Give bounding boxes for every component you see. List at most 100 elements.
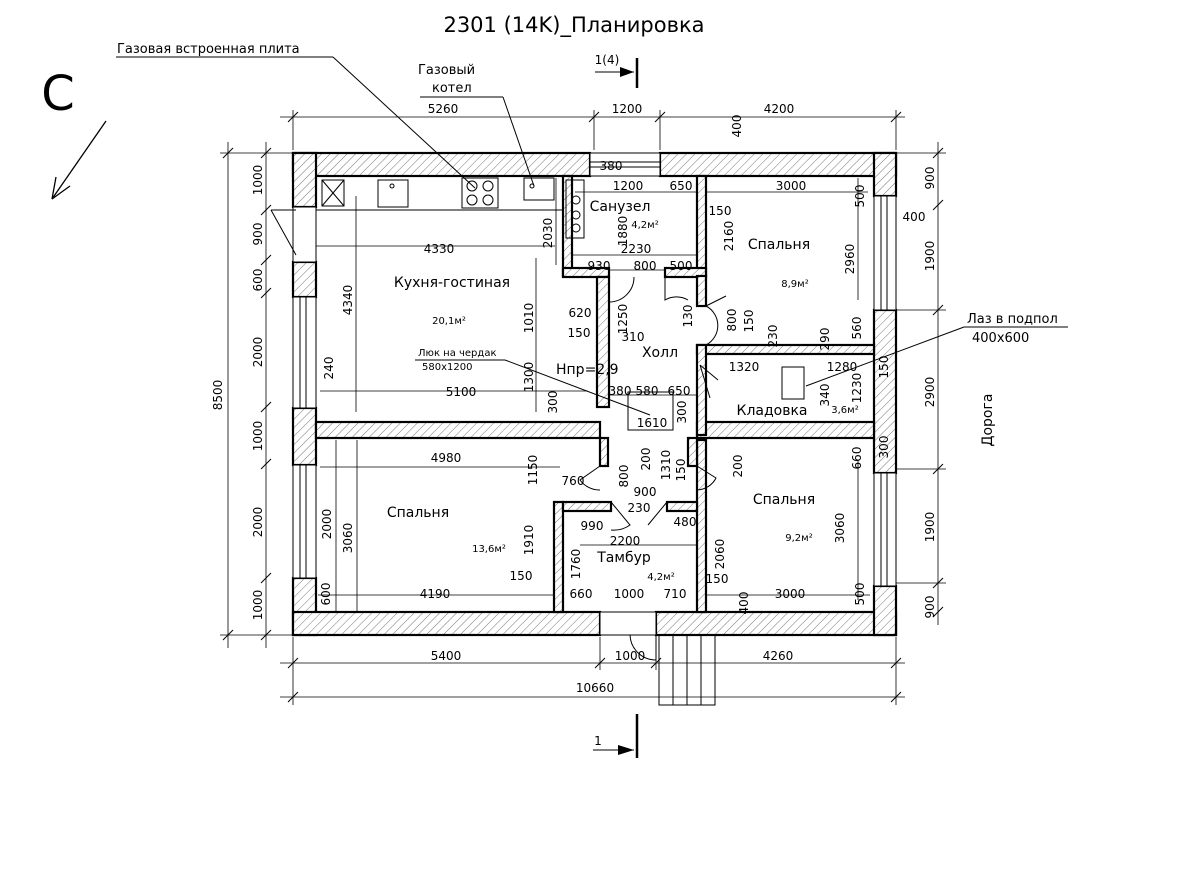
room-area-bedroom-ne: 8,9м² <box>781 279 808 290</box>
floor-hatch-callout-line2: 400x600 <box>972 331 1029 346</box>
dim-int: 1010 <box>522 303 536 334</box>
dim-int: 200 <box>731 455 745 478</box>
room-area-vestibule: 4,2м² <box>647 572 674 583</box>
leader-lines <box>116 56 1068 416</box>
boiler-callout-line1: Газовый <box>418 63 475 78</box>
dim-int: 4980 <box>431 451 462 465</box>
dim-int: 480 <box>674 515 697 529</box>
dim-int: 710 <box>664 587 687 601</box>
dim-right-1900-b: 1900 <box>923 512 937 543</box>
dim-int: 380 <box>609 384 632 398</box>
dim-int: 1200 <box>613 179 644 193</box>
dim-int: 4330 <box>424 242 455 256</box>
dim-int: 1300 <box>522 362 536 393</box>
dim-right-900-b: 900 <box>923 596 937 619</box>
dim-int: 4340 <box>341 285 355 316</box>
attic-hatch-icon <box>627 391 674 431</box>
dim-left-2000-a: 2000 <box>251 337 265 368</box>
dim-left-1000-b: 1000 <box>251 421 265 452</box>
section-label-top: 1(4) <box>595 53 620 67</box>
gas-boiler-icon <box>523 177 555 201</box>
dim-int: 650 <box>670 179 693 193</box>
dim-int: 300 <box>877 436 891 459</box>
walls <box>291 151 898 637</box>
dim-int: 1280 <box>827 360 858 374</box>
dim-int: 620 <box>569 306 592 320</box>
room-name-bedroom-ne: Спальня <box>748 237 810 253</box>
dim-int: 150 <box>877 356 891 379</box>
dim-bottom-4260: 4260 <box>763 649 794 663</box>
dim-int: 200 <box>639 448 653 471</box>
room-area-kitchen: 20,1м² <box>432 316 466 327</box>
section-label-bottom: 1 <box>594 734 602 748</box>
dim-int: 1250 <box>616 304 630 335</box>
dim-int: 800 <box>634 259 657 273</box>
dim-int: 290 <box>818 328 832 351</box>
dim-int: 1230 <box>850 373 864 404</box>
dim-int: 300 <box>675 401 689 424</box>
dim-int: 600 <box>319 583 333 606</box>
dim-int: 240 <box>322 357 336 380</box>
drawing-title: 2301 (14K)_Планировка <box>443 13 704 38</box>
dim-int: 1610 <box>637 416 668 430</box>
dim-top-5260: 5260 <box>428 102 459 116</box>
dim-left-8500: 8500 <box>211 380 225 411</box>
dim-right-900-a: 900 <box>923 167 937 190</box>
dim-int: 3000 <box>776 179 807 193</box>
dim-top-1200: 1200 <box>612 102 643 116</box>
dim-int: 4190 <box>420 587 451 601</box>
dim-int: 800 <box>617 465 631 488</box>
dim-int: 500 <box>670 259 693 273</box>
section-mark-bottom <box>593 714 639 758</box>
room-area-bath: 4,2м² <box>631 220 658 231</box>
dim-int: 150 <box>568 326 591 340</box>
room-area-bedroom-sw: 13,6м² <box>472 544 506 555</box>
stove-callout: Газовая встроенная плита <box>117 42 300 57</box>
windows <box>292 152 897 636</box>
dimension-lines <box>220 110 946 705</box>
dim-int: 580 <box>636 384 659 398</box>
dim-int: 660 <box>850 447 864 470</box>
dim-int: 150 <box>510 569 533 583</box>
room-name-storage: Кладовка <box>737 403 808 419</box>
dim-left-600: 600 <box>251 269 265 292</box>
dim-int: 2960 <box>843 244 857 275</box>
dim-top-400: 400 <box>730 115 744 138</box>
dim-int: 2230 <box>621 242 652 256</box>
dim-int: 760 <box>562 474 585 488</box>
dim-int: 2060 <box>713 539 727 570</box>
dim-int: 130 <box>681 305 695 328</box>
dim-int: 2160 <box>722 221 736 252</box>
dim-int: 560 <box>850 317 864 340</box>
north-letter: С <box>41 66 75 122</box>
dim-int: 3000 <box>775 587 806 601</box>
attic-hatch-callout-line1: Люк на чердак <box>418 348 497 359</box>
dim-right-1900-a: 1900 <box>923 241 937 272</box>
section-mark-top <box>595 58 639 88</box>
dim-int: 230 <box>766 325 780 348</box>
floor-hatch-callout-line1: Лаз в подпол <box>967 312 1058 327</box>
dim-left-1000-c: 1000 <box>251 590 265 621</box>
dim-int: 400 <box>737 592 751 615</box>
floor-hatch-icon <box>781 366 805 400</box>
dim-int: 150 <box>674 459 688 482</box>
room-name-bath: Санузел <box>590 199 651 215</box>
dim-int: 150 <box>706 572 729 586</box>
dim-int: 930 <box>588 259 611 273</box>
dim-bottom-10660: 10660 <box>576 681 614 695</box>
dim-int: 500 <box>853 185 867 208</box>
bath-fixtures <box>565 179 585 239</box>
dim-int: 150 <box>709 204 732 218</box>
gas-stove-icon <box>461 177 499 209</box>
room-area-bedroom-se: 9,2м² <box>785 533 812 544</box>
dim-int: 660 <box>570 587 593 601</box>
interior-dimensions: 380 1200 650 3000 150 2030 1880 2230 216… <box>319 159 891 615</box>
dim-left-2000-b: 2000 <box>251 507 265 538</box>
dim-int: 300 <box>546 391 560 414</box>
boiler-callout-line2: котел <box>432 81 472 96</box>
dim-int: 1320 <box>729 360 760 374</box>
dim-int: 990 <box>581 519 604 533</box>
room-name-bedroom-se: Спальня <box>753 492 815 508</box>
attic-hatch-callout-line2: 580x1200 <box>422 362 472 373</box>
